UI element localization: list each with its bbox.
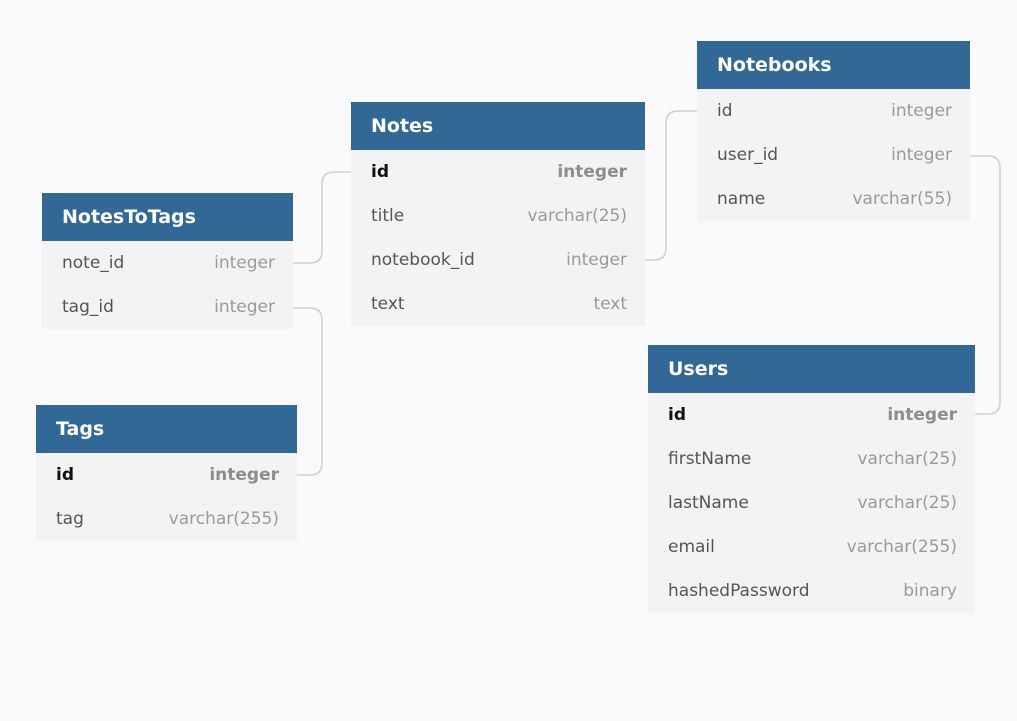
column-type: varchar(25)	[527, 206, 627, 226]
column-type: integer	[557, 162, 627, 182]
relation-notebooks-userid-to-users-id	[970, 155, 1001, 415]
column-name: note_id	[62, 253, 125, 273]
column-row-id: id integer	[351, 150, 645, 194]
column-name: id	[668, 405, 686, 425]
column-row-id: id integer	[36, 453, 297, 497]
relation-notes-notebookid-to-notebooks-id	[645, 110, 697, 261]
column-type: varchar(25)	[857, 493, 957, 513]
column-row-id: id integer	[697, 89, 970, 133]
column-row-text: text text	[351, 282, 645, 326]
column-name: title	[371, 206, 405, 226]
column-type: varchar(255)	[168, 509, 279, 529]
column-name: tag_id	[62, 297, 114, 317]
column-row-notebook-id: notebook_id integer	[351, 238, 645, 282]
column-row-note-id: note_id integer	[42, 241, 293, 285]
table-notestotags[interactable]: NotesToTags note_id integer tag_id integ…	[42, 193, 293, 329]
column-type: varchar(25)	[857, 449, 957, 469]
table-header-tags: Tags	[36, 405, 297, 453]
column-name: text	[371, 294, 405, 314]
column-name: notebook_id	[371, 250, 475, 270]
table-header-notestotags: NotesToTags	[42, 193, 293, 241]
column-row-lastname: lastName varchar(25)	[648, 481, 975, 525]
column-type: varchar(255)	[846, 537, 957, 557]
column-name: id	[717, 101, 733, 121]
column-name: name	[717, 189, 766, 209]
column-row-name: name varchar(55)	[697, 177, 970, 221]
column-type: integer	[209, 465, 279, 485]
column-name: tag	[56, 509, 84, 529]
table-users[interactable]: Users id integer firstName varchar(25) l…	[648, 345, 975, 613]
column-row-tag: tag varchar(255)	[36, 497, 297, 541]
column-row-tag-id: tag_id integer	[42, 285, 293, 329]
column-type: integer	[891, 101, 952, 121]
column-type: text	[593, 294, 627, 314]
column-name: hashedPassword	[668, 581, 810, 601]
column-name: firstName	[668, 449, 752, 469]
column-type: integer	[887, 405, 957, 425]
column-row-email: email varchar(255)	[648, 525, 975, 569]
column-row-user-id: user_id integer	[697, 133, 970, 177]
table-notes[interactable]: Notes id integer title varchar(25) noteb…	[351, 102, 645, 326]
column-row-firstname: firstName varchar(25)	[648, 437, 975, 481]
column-row-title: title varchar(25)	[351, 194, 645, 238]
relation-notetotags-noteid-to-notes-id	[293, 171, 351, 264]
table-header-users: Users	[648, 345, 975, 393]
column-type: integer	[214, 253, 275, 273]
table-header-notebooks: Notebooks	[697, 41, 970, 89]
column-name: id	[56, 465, 74, 485]
table-header-notes: Notes	[351, 102, 645, 150]
table-notebooks[interactable]: Notebooks id integer user_id integer nam…	[697, 41, 970, 221]
column-type: integer	[566, 250, 627, 270]
column-name: user_id	[717, 145, 779, 165]
column-type: binary	[903, 581, 957, 601]
column-name: email	[668, 537, 715, 557]
column-name: lastName	[668, 493, 749, 513]
column-row-id: id integer	[648, 393, 975, 437]
table-tags[interactable]: Tags id integer tag varchar(255)	[36, 405, 297, 541]
relation-notestotags-tagid-to-tags-id	[293, 307, 323, 476]
column-row-hashedpassword: hashedPassword binary	[648, 569, 975, 613]
column-type: integer	[214, 297, 275, 317]
column-type: integer	[891, 145, 952, 165]
column-name: id	[371, 162, 389, 182]
column-type: varchar(55)	[852, 189, 952, 209]
